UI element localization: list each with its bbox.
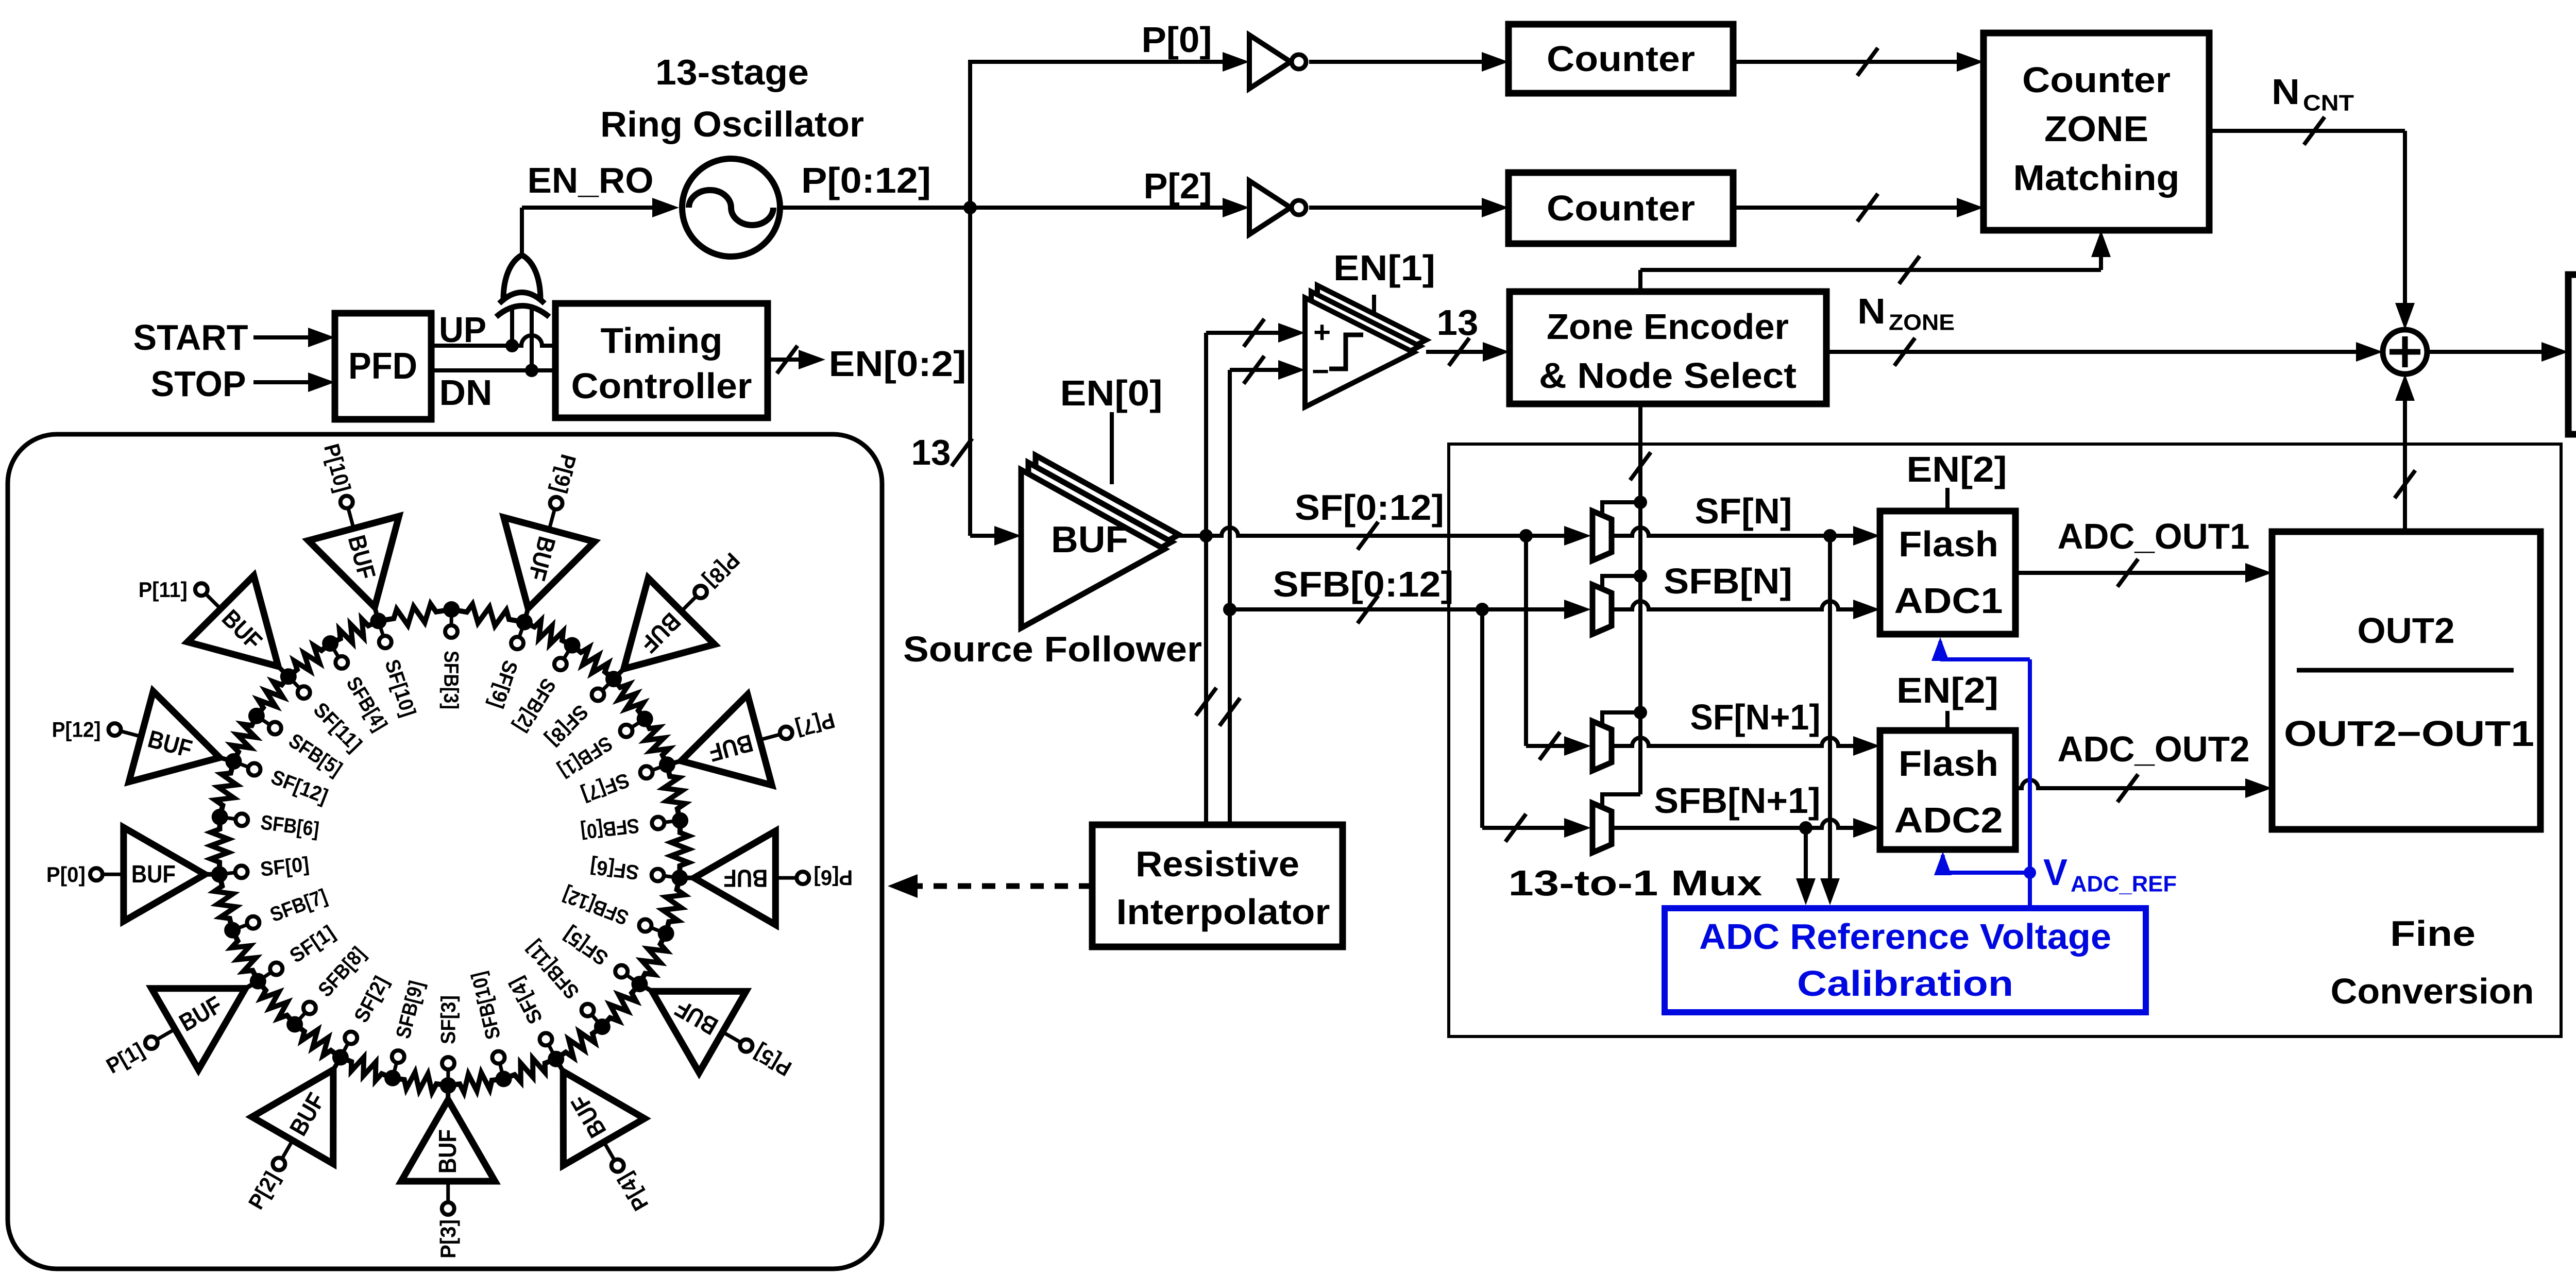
svg-text:N: N bbox=[1857, 291, 1886, 331]
svg-text:Counter: Counter bbox=[2022, 60, 2171, 100]
svg-text:13-to-1 Mux: 13-to-1 Mux bbox=[1509, 863, 1762, 903]
svg-text:Fine: Fine bbox=[2390, 913, 2476, 954]
svg-text:Zone Encoder: Zone Encoder bbox=[1547, 307, 1789, 347]
svg-text:Counter: Counter bbox=[1547, 39, 1695, 79]
svg-text:Resistive: Resistive bbox=[1136, 844, 1299, 884]
svg-text:ADC_OUT1: ADC_OUT1 bbox=[2058, 516, 2250, 556]
svg-text:PFD: PFD bbox=[348, 346, 417, 387]
svg-text:ZONE: ZONE bbox=[1889, 310, 1955, 335]
svg-text:Controller: Controller bbox=[571, 366, 752, 406]
svg-text:EN_RO: EN_RO bbox=[528, 160, 654, 200]
svg-text:BUF: BUF bbox=[131, 861, 176, 888]
svg-text:Conversion: Conversion bbox=[2331, 971, 2534, 1011]
svg-text:Matching: Matching bbox=[2013, 158, 2180, 198]
svg-text:STOP: STOP bbox=[151, 364, 246, 404]
svg-text:DN: DN bbox=[439, 372, 493, 413]
svg-text:V: V bbox=[2043, 852, 2067, 893]
svg-text:UP: UP bbox=[439, 310, 486, 350]
svg-text:P[11]: P[11] bbox=[139, 577, 188, 602]
svg-text:EN[0:2]: EN[0:2] bbox=[829, 344, 967, 384]
svg-text:START: START bbox=[133, 317, 248, 358]
svg-text:P[0]: P[0] bbox=[1142, 20, 1212, 60]
svg-text:BUF: BUF bbox=[1051, 519, 1128, 560]
svg-text:Source Follower: Source Follower bbox=[903, 629, 1202, 669]
svg-text:SF[N+1]: SF[N+1] bbox=[1690, 697, 1821, 737]
svg-text:P[2]: P[2] bbox=[1144, 166, 1212, 206]
svg-text:ADC Reference Voltage: ADC Reference Voltage bbox=[1699, 916, 2111, 957]
svg-text:Flash: Flash bbox=[1899, 524, 1998, 564]
svg-text:Calibration: Calibration bbox=[1797, 963, 2013, 1004]
svg-text:P[3]: P[3] bbox=[436, 1219, 460, 1259]
svg-text:13: 13 bbox=[1437, 302, 1479, 343]
svg-text:P[12]: P[12] bbox=[52, 718, 101, 742]
svg-text:EN[0]: EN[0] bbox=[1060, 373, 1163, 413]
svg-text:EN[1]: EN[1] bbox=[1333, 248, 1435, 288]
svg-text:P[0:12]: P[0:12] bbox=[801, 160, 931, 200]
svg-text:SF[0:12]: SF[0:12] bbox=[1295, 487, 1444, 528]
svg-text:+: + bbox=[1313, 316, 1331, 349]
svg-text:SF[3]: SF[3] bbox=[437, 995, 460, 1044]
svg-text:BUF: BUF bbox=[723, 864, 768, 892]
svg-text:N: N bbox=[2272, 72, 2300, 112]
svg-text:& Node Select: & Node Select bbox=[1539, 355, 1797, 396]
svg-text:OUT2−OUT1: OUT2−OUT1 bbox=[2284, 713, 2534, 754]
svg-text:SF[0]: SF[0] bbox=[259, 853, 310, 881]
svg-text:Flash: Flash bbox=[1899, 743, 1998, 784]
svg-text:SFB[0:12]: SFB[0:12] bbox=[1273, 564, 1454, 604]
svg-text:CNT: CNT bbox=[2303, 91, 2354, 116]
svg-text:OUT2: OUT2 bbox=[2358, 610, 2455, 651]
svg-text:BUF: BUF bbox=[434, 1129, 462, 1174]
svg-text:−: − bbox=[1312, 355, 1329, 388]
svg-text:SF[N]: SF[N] bbox=[1695, 491, 1792, 531]
svg-text:SFB[N+1]: SFB[N+1] bbox=[1654, 780, 1821, 821]
svg-text:ADC2: ADC2 bbox=[1894, 800, 2003, 840]
svg-text:13: 13 bbox=[911, 432, 951, 472]
svg-text:ZONE: ZONE bbox=[2044, 109, 2148, 149]
svg-text:Interpolator: Interpolator bbox=[1116, 892, 1330, 932]
svg-text:ADC_OUT2: ADC_OUT2 bbox=[2058, 729, 2250, 769]
svg-text:Timing: Timing bbox=[601, 320, 723, 361]
svg-text:P[6]: P[6] bbox=[814, 866, 853, 890]
svg-text:EN[2]: EN[2] bbox=[1907, 449, 2007, 489]
svg-text:13-stage: 13-stage bbox=[655, 52, 809, 92]
svg-text:ADC_REF: ADC_REF bbox=[2071, 872, 2177, 897]
svg-text:SFB[3]: SFB[3] bbox=[439, 651, 463, 709]
svg-text:Counter: Counter bbox=[1547, 188, 1695, 228]
svg-text:ADC1: ADC1 bbox=[1894, 581, 2003, 621]
svg-text:P[0]: P[0] bbox=[46, 862, 86, 887]
svg-text:SFB[N]: SFB[N] bbox=[1664, 561, 1792, 601]
svg-text:EN[2]: EN[2] bbox=[1896, 670, 1998, 710]
svg-text:Ring Oscillator: Ring Oscillator bbox=[600, 104, 864, 144]
